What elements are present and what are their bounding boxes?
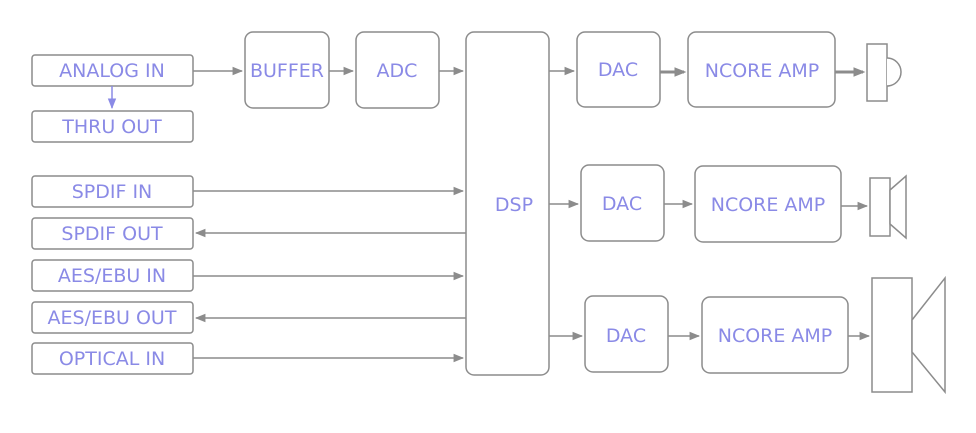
- dac-block-2: DAC: [580, 164, 665, 242]
- optical-in-label: OPTICAL IN: [59, 348, 165, 370]
- buffer-label: BUFFER: [250, 60, 324, 82]
- aes-ebu-out-block: AES/EBU OUT: [31, 301, 194, 334]
- buffer-block: BUFFER: [244, 31, 330, 109]
- adc-label: ADC: [377, 60, 418, 82]
- thru-out-label: THRU OUT: [61, 116, 162, 138]
- midrange-speaker-icon: [869, 174, 907, 240]
- aes-ebu-in-block: AES/EBU IN: [31, 259, 194, 292]
- dac-label-1: DAC: [598, 59, 638, 81]
- dac-block-1: DAC: [576, 31, 661, 108]
- connectors: [107, 66, 871, 363]
- analog-in-label: ANALOG IN: [59, 60, 165, 82]
- ncore-amp-label-3: NCORE AMP: [718, 325, 833, 347]
- aes-ebu-out-label: AES/EBU OUT: [48, 307, 177, 329]
- spdif-out-label: SPDIF OUT: [61, 223, 163, 245]
- woofer-speaker-icon: [871, 275, 946, 395]
- spdif-in-block: SPDIF IN: [31, 175, 194, 208]
- ncore-amp-block-1: NCORE AMP: [687, 31, 836, 108]
- tweeter-speaker-icon: [866, 43, 902, 102]
- dsp-block: DSP: [465, 31, 550, 376]
- aes-ebu-in-label: AES/EBU IN: [58, 265, 166, 287]
- thru-out-block: THRU OUT: [31, 110, 194, 143]
- spdif-in-label: SPDIF IN: [72, 181, 153, 203]
- dac-label-3: DAC: [606, 325, 646, 347]
- ncore-amp-block-3: NCORE AMP: [701, 296, 849, 374]
- spdif-out-block: SPDIF OUT: [31, 217, 194, 250]
- optical-in-block: OPTICAL IN: [31, 342, 194, 375]
- adc-block: ADC: [355, 31, 440, 109]
- ncore-amp-block-2: NCORE AMP: [694, 165, 842, 243]
- dsp-label: DSP: [495, 194, 533, 216]
- dac-label-2: DAC: [602, 193, 642, 215]
- dac-block-3: DAC: [584, 295, 669, 373]
- analog-in-block: ANALOG IN: [31, 54, 194, 87]
- ncore-amp-label-2: NCORE AMP: [711, 194, 826, 216]
- ncore-amp-label-1: NCORE AMP: [705, 60, 820, 82]
